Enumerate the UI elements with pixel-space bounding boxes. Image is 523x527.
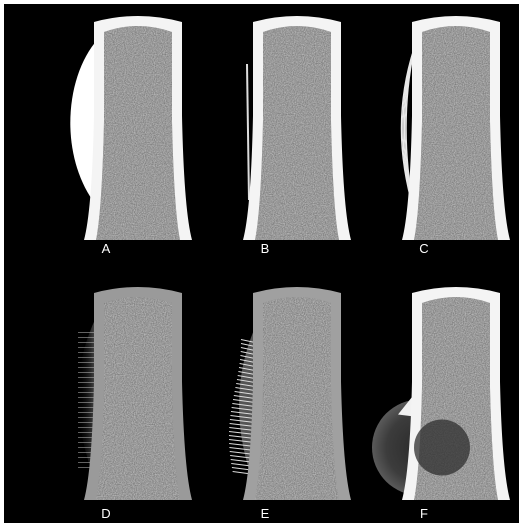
- panel-c: C: [402, 16, 511, 256]
- marrow-texture: [414, 26, 498, 240]
- panel-label-a: A: [102, 241, 111, 256]
- panel-d: D: [78, 287, 192, 521]
- marrow-texture: [255, 297, 339, 500]
- panel-b: B: [243, 16, 351, 256]
- marrow-texture: [255, 26, 339, 240]
- panel-label-d: D: [101, 506, 110, 521]
- panel-label-b: B: [261, 241, 270, 256]
- panel-label-c: C: [419, 241, 428, 256]
- panel-label-f: F: [420, 506, 428, 521]
- panel-a: A: [70, 16, 192, 256]
- marrow-texture: [96, 297, 180, 500]
- marrow-texture: [96, 26, 180, 240]
- panel-label-e: E: [261, 506, 270, 521]
- marrow-invasion: [414, 420, 470, 476]
